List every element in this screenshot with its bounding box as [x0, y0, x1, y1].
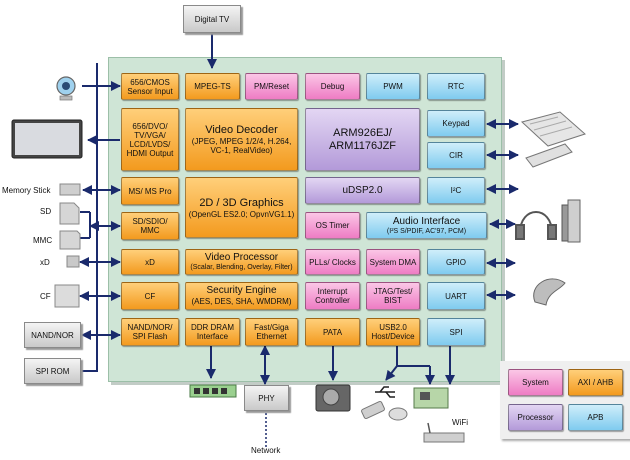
- audio-interface-subtitle: (I²S S/PDIF, AC'97, PCM): [386, 227, 467, 235]
- video-decoder-block: Video Decoder (JPEG, MPEG 1/2/4, H.264, …: [185, 108, 298, 171]
- graphics-title: 2D / 3D Graphics: [199, 196, 284, 209]
- nand-nor-box: NAND/NOR: [24, 322, 81, 348]
- uart-block: UART: [427, 282, 485, 310]
- speaker-icon: [561, 199, 581, 243]
- keypad-block: Keypad: [427, 110, 485, 137]
- security-engine-block: Security Engine (AES, DES, SHA, WMDRM): [185, 282, 298, 310]
- ddr-dram-block: DDR DRAM Interface: [185, 318, 240, 346]
- spi-rom-box: SPI ROM: [24, 358, 81, 384]
- mmc-label: MMC: [33, 236, 53, 245]
- ms-pro-block: MS/ MS Pro: [121, 177, 179, 205]
- spi-block: SPI: [427, 318, 485, 346]
- mouse-icon: [388, 407, 408, 421]
- pm-reset-block: PM/Reset: [245, 73, 298, 100]
- phy-box: PHY: [244, 385, 289, 411]
- audio-interface-block: Audio Interface (I²S S/PDIF, AC'97, PCM): [366, 212, 487, 239]
- legend-processor: Processor: [508, 404, 563, 431]
- video-processor-block: Video Processor (Scalar, Blending, Overl…: [185, 249, 298, 275]
- camera-icon: [56, 76, 76, 101]
- security-engine-subtitle: (AES, DES, SHA, WMDRM): [191, 297, 292, 306]
- cf-card-icon: [54, 284, 80, 308]
- keyboard-icon: [520, 111, 586, 147]
- nand-spi-flash-block: NAND/NOR/ SPI Flash: [121, 318, 179, 346]
- hard-drive-icon: [315, 384, 351, 412]
- cf-block: CF: [121, 282, 179, 310]
- graphics-block: 2D / 3D Graphics (OpenGL ES2.0; OpvnVG1.…: [185, 177, 298, 238]
- sd-card-icon: [59, 202, 80, 225]
- memory-stick-label: Memory Stick: [2, 186, 51, 195]
- graphics-subtitle: (OpenGL ES2.0; OpvnVG1.1): [188, 209, 295, 219]
- remote-icon: [525, 143, 573, 168]
- spi-rom-label: SPI ROM: [35, 366, 70, 376]
- network-label: Network: [251, 446, 281, 455]
- os-timer-block: OS Timer: [305, 212, 360, 239]
- flash-drive-icon: [361, 400, 385, 420]
- jtag-block: JTAG/Test/ BIST: [366, 282, 420, 310]
- headphones-icon: [515, 211, 557, 240]
- legend-axi-ahb: AXI / AHB: [568, 369, 623, 396]
- wifi-card-icon: [413, 387, 449, 409]
- cir-block: CIR: [427, 142, 485, 169]
- sensor-input-block: 656/CMOS Sensor Input: [121, 73, 179, 100]
- digital-tv-label: Digital TV: [194, 14, 230, 24]
- video-processor-subtitle: (Scalar, Blending, Overlay, Filter): [190, 263, 293, 271]
- cf-label: CF: [40, 292, 51, 301]
- mmc-card-icon: [59, 230, 81, 250]
- ram-icon: [189, 384, 237, 398]
- debug-block: Debug: [305, 73, 360, 100]
- audio-interface-title: Audio Interface: [392, 215, 461, 227]
- sd-label: SD: [40, 207, 52, 216]
- xd-label: xD: [40, 258, 50, 267]
- memory-stick-card-icon: [59, 183, 81, 196]
- pata-block: PATA: [305, 318, 360, 346]
- phy-label: PHY: [258, 393, 275, 403]
- udsp-block: uDSP2.0: [305, 177, 420, 204]
- pwm-block: PWM: [366, 73, 420, 100]
- digital-tv-box: Digital TV: [183, 5, 241, 33]
- ethernet-block: Fast/Giga Ethernet: [245, 318, 298, 346]
- mpeg-ts-block: MPEG-TS: [185, 73, 240, 100]
- system-dma-block: System DMA: [366, 249, 420, 275]
- xd-block: xD: [121, 249, 179, 275]
- security-engine-title: Security Engine: [206, 285, 277, 296]
- video-decoder-title: Video Decoder: [205, 124, 278, 136]
- arm-processor-block: ARM926EJ/ ARM1176JZF: [305, 108, 420, 171]
- video-output-block: 656/DVO/ TV/VGA/ LCD/LVDS/ HDMI Output: [121, 108, 179, 171]
- router-icon: [423, 422, 465, 443]
- gpio-block: GPIO: [427, 249, 485, 275]
- legend-system: System: [508, 369, 563, 396]
- wifi-label: WiFi: [452, 418, 468, 427]
- rtc-block: RTC: [427, 73, 485, 100]
- legend-apb: APB: [568, 404, 623, 431]
- i2c-block: I²C: [427, 177, 485, 204]
- sd-sdio-mmc-block: SD/SDIO/ MMC: [121, 212, 179, 240]
- plls-clocks-block: PLLs/ Clocks: [305, 249, 360, 275]
- interrupt-controller-block: Interrupt Controller: [305, 282, 360, 310]
- xd-card-icon: [66, 255, 80, 268]
- bluetooth-headset-icon: [533, 278, 566, 306]
- video-decoder-subtitle: (JPEG, MPEG 1/2/4, H.264, VC-1, RealVide…: [191, 137, 292, 155]
- nand-nor-label: NAND/NOR: [31, 330, 74, 340]
- monitor-icon: [11, 119, 83, 159]
- video-processor-title: Video Processor: [204, 251, 279, 263]
- usb-icon: [375, 386, 395, 398]
- usb-block: USB2.0 Host/Device: [366, 318, 420, 346]
